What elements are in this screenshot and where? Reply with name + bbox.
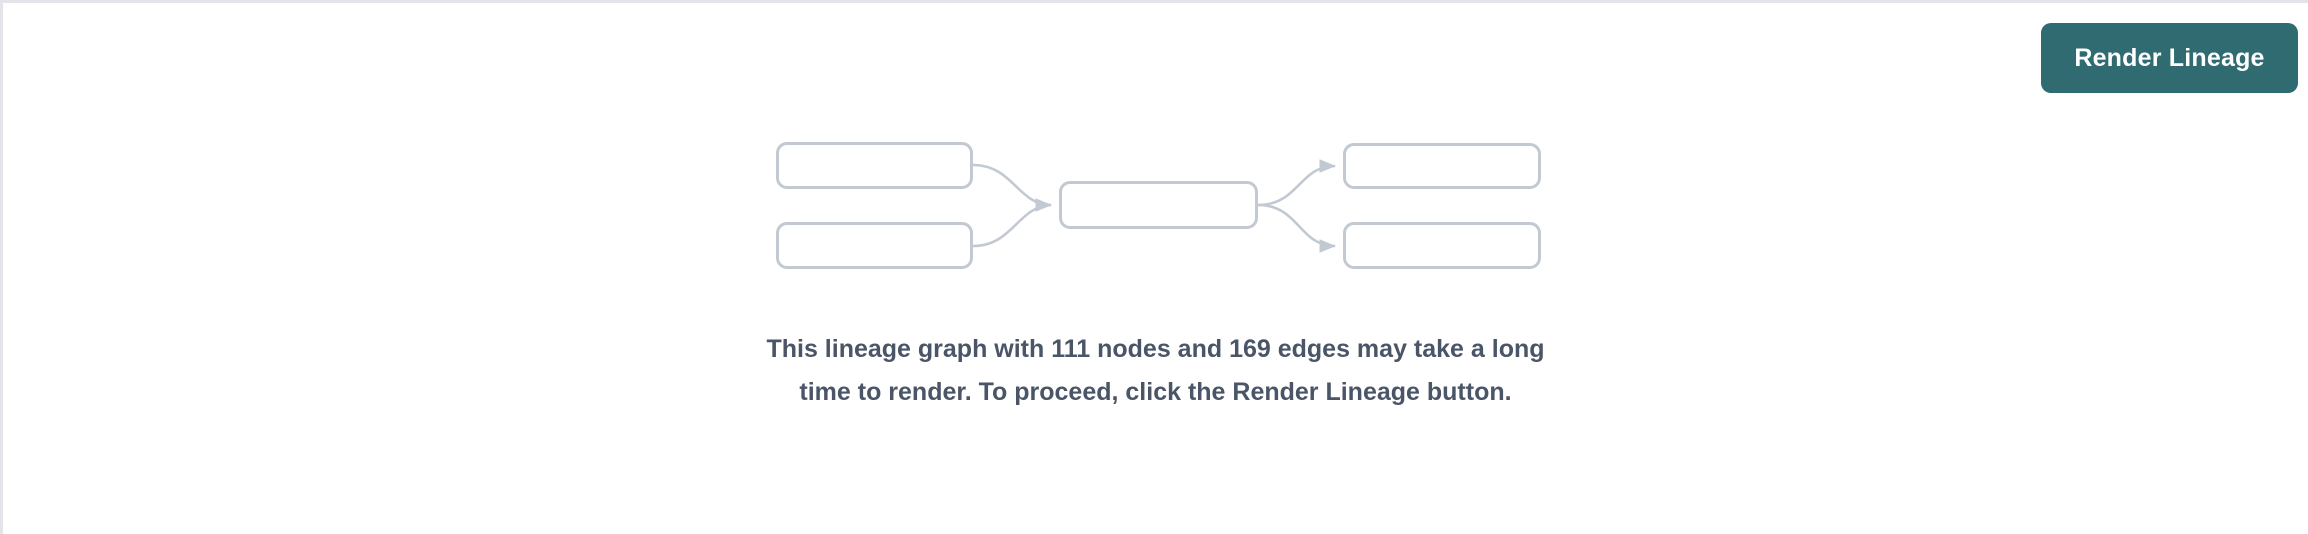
lineage-node-right-bottom — [1343, 222, 1541, 269]
render-lineage-button[interactable]: Render Lineage — [2041, 23, 2298, 93]
lineage-node-center — [1059, 181, 1258, 229]
lineage-edge-center-to-right-top — [1257, 159, 1337, 207]
lineage-edge-left-top-to-center — [972, 163, 1053, 212]
lineage-placeholder-graph — [3, 3, 2308, 534]
lineage-edge-left-bottom-to-center — [972, 203, 1052, 248]
lineage-node-left-top — [776, 142, 973, 189]
lineage-edges — [972, 159, 1337, 253]
lineage-node-right-top — [1343, 143, 1541, 189]
lineage-edge-center-to-right-bottom — [1257, 203, 1337, 253]
lineage-node-left-bottom — [776, 222, 973, 269]
lineage-warning-message: This lineage graph with 111 nodes and 16… — [766, 335, 1545, 406]
